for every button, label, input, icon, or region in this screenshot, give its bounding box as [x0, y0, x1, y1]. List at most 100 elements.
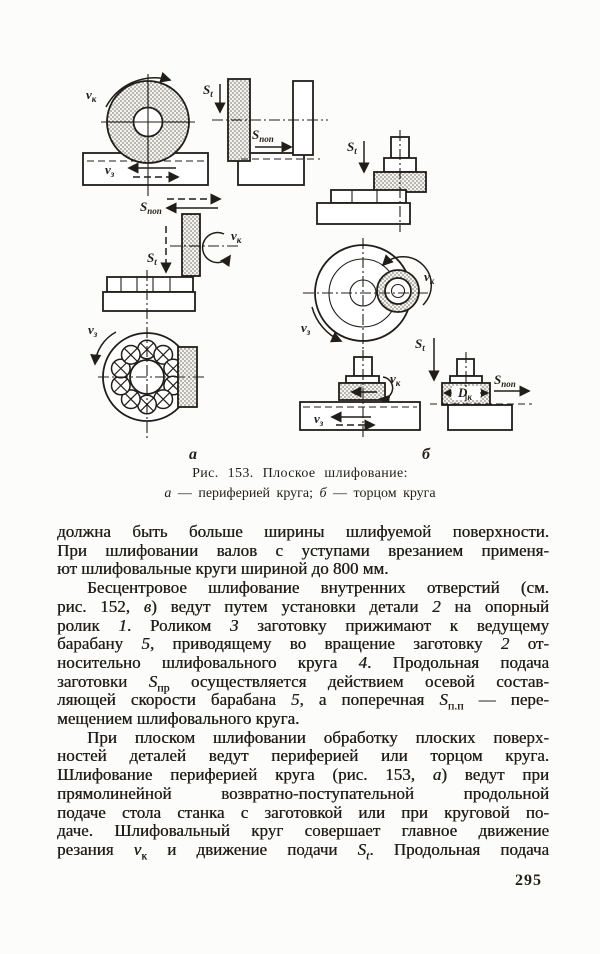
text-segment: 2: [500, 634, 510, 654]
text-line: ролик 1. Роликом 3 заготовку прижимают к…: [57, 615, 549, 636]
label-spop: Sпоп: [140, 199, 162, 216]
text-segment: даче. Шлифовальный круг совершает главно…: [57, 821, 549, 841]
workpieces-ring: [110, 339, 184, 415]
text-segment: Шлифование периферией круга (рис. 153,: [57, 765, 433, 785]
figure-caption-legend: а — периферией круга; б — торцом круга: [0, 484, 600, 504]
text-line: даче. Шлифовальный круг совершает главно…: [57, 821, 549, 841]
text-segment: пр: [157, 680, 170, 695]
text-segment: . Продольная подача: [367, 652, 550, 672]
page-number: 295: [515, 872, 542, 889]
text-line: резания vк и движение подачи St. Продоль…: [57, 839, 549, 863]
label-vz: vз: [105, 162, 115, 179]
label-vk: vк: [424, 269, 435, 286]
label-st: St: [147, 250, 157, 267]
text-segment: а: [432, 765, 442, 785]
text-segment: — пере-: [463, 690, 549, 710]
text-segment: прямолинейной возвратно-поступательной п…: [57, 783, 549, 803]
text-segment: . Роликом: [126, 615, 230, 635]
diagram-face-vertical-spindle: St: [316, 130, 427, 232]
label-vk: vк: [390, 371, 401, 388]
diagram-wheel-side-view: St Sпоп: [203, 78, 328, 186]
text-line: При плоском шлифовании обработку плоских…: [57, 727, 549, 748]
text-segment: к: [141, 848, 147, 863]
text-segment: — периферией круга;: [171, 486, 320, 501]
text-segment: подаче стола станка с заготовкой или при…: [57, 802, 549, 822]
text-segment: барабану: [57, 634, 142, 654]
diagram-face-cross-feed: St Dк Sпоп: [415, 336, 532, 431]
text-segment: в: [143, 596, 152, 616]
text-segment: . Продольная подача: [369, 839, 549, 859]
figure-153: vк vз St Sпоп Sпоп vк St: [82, 71, 532, 463]
text-segment: 5: [141, 634, 150, 654]
diagram-periphery-stepped-workpiece: Sпоп vк St: [102, 193, 242, 312]
text-segment: мещением шлифовального круга.: [57, 709, 300, 729]
text-segment: а: [164, 486, 172, 501]
label-spop: Sпоп: [252, 127, 274, 144]
figure-caption-title: Рис. 153. Плоское шлифование:: [192, 466, 408, 481]
text-segment: , приводящему во вращение заготовку: [149, 634, 501, 654]
text-segment: , а поперечная: [299, 690, 440, 710]
text-segment: ют шлифовальные круги шириной до 800 мм.: [57, 559, 389, 579]
label-vk: vк: [231, 228, 242, 245]
text-segment: б: [319, 486, 327, 501]
text-segment: ) ведут путем установки детали: [151, 596, 433, 616]
text-segment: от-: [509, 634, 549, 654]
text-segment: 2: [432, 596, 441, 616]
text-line: носительно шлифовального круга 4. Продол…: [57, 652, 550, 673]
label-sub-b: б: [422, 446, 431, 462]
text-segment: ролик: [57, 615, 119, 635]
text-segment: 3: [229, 615, 239, 635]
label-st: St: [415, 336, 425, 353]
text-line: Бесцентровое шлифование внутренних отвер…: [57, 578, 549, 598]
body-text: должна быть больше ширины шлифуемой пове…: [57, 522, 550, 863]
text-segment: осуществляется действием осевой состав-: [169, 671, 549, 691]
label-sub-a: а: [189, 446, 197, 462]
text-segment: резания: [57, 839, 134, 859]
text-segment: При плоском шлифовании обработку плоских…: [87, 727, 549, 747]
diagram-rotary-parts-ring: vз а: [88, 270, 204, 463]
text-segment: 4: [358, 652, 368, 672]
text-segment: 1: [118, 615, 127, 635]
text-segment: ностей деталей ведут периферией или торц…: [57, 746, 549, 766]
label-vk: vк: [86, 87, 97, 104]
diagram-face-reciprocating: vк vз б: [299, 350, 431, 463]
text-segment: v: [133, 839, 142, 859]
label-vz: vз: [88, 322, 98, 339]
text-segment: заготовку прижимают к ведущему: [238, 615, 549, 635]
diagram-rotary-table-top-view: vк vз: [301, 238, 435, 352]
text-line: рис. 152, в) ведут путем установки детал…: [57, 596, 549, 617]
text-segment: заготовки: [57, 671, 149, 691]
text-segment: ляющей скорости барабана: [57, 690, 291, 710]
text-segment: рис. 152,: [57, 596, 144, 616]
text-line: барабану 5, приводящему во вращение заго…: [57, 634, 549, 654]
text-segment: п.п: [447, 698, 464, 713]
text-segment: на опорный: [440, 596, 549, 616]
text-line: мещением шлифовального круга.: [57, 709, 549, 729]
label-vz: vз: [301, 320, 311, 337]
diagram-wheel-front-view: vк vз: [82, 71, 209, 196]
text-line: ностей деталей ведут периферией или торц…: [57, 747, 549, 766]
text-line: ют шлифовальные круги шириной до 800 мм.: [57, 560, 549, 579]
text-segment: и движение подачи: [147, 839, 358, 859]
text-segment: S: [148, 671, 158, 691]
text-segment: должна быть больше ширины шлифуемой пове…: [57, 522, 549, 541]
text-segment: t: [366, 848, 370, 863]
label-st: St: [203, 82, 213, 99]
text-line: При шлифовании валов с уступами врезание…: [57, 540, 549, 561]
text-segment: При шлифовании валов с уступами врезание…: [57, 540, 549, 560]
figure-caption: Рис. 153. Плоское шлифование: а — перифе…: [0, 464, 600, 504]
text-segment: Бесцентровое шлифование внутренних отвер…: [87, 578, 549, 598]
text-line: Шлифование периферией круга (рис. 153, а…: [57, 765, 549, 785]
text-line: ляющей скорости барабана 5, а поперечная…: [57, 690, 549, 713]
text-segment: носительно шлифовального круга: [57, 652, 359, 672]
label-st: St: [347, 139, 357, 156]
text-line: должна быть больше ширины шлифуемой пове…: [57, 522, 549, 542]
text-segment: ) ведут при: [441, 765, 549, 785]
text-segment: — торцом круга: [326, 486, 436, 501]
text-segment: 5: [290, 690, 300, 710]
text-line: подаче стола станка с заготовкой или при…: [57, 802, 549, 823]
label-dk: Dк: [457, 385, 472, 402]
label-spop: Sпоп: [494, 372, 516, 389]
text-line: заготовки Sпр осуществляется действием о…: [57, 671, 549, 695]
